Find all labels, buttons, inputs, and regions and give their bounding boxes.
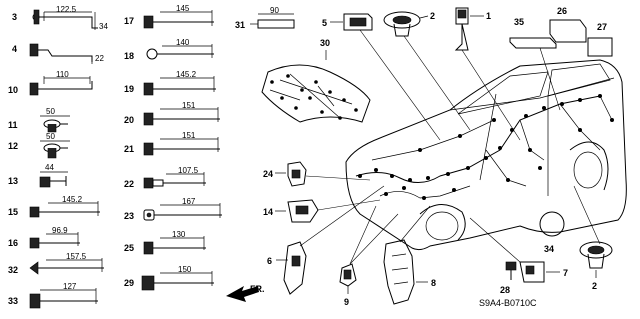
part-33-clip: 33 127 [8, 282, 98, 309]
part-17-clip: 17 145 [124, 4, 214, 29]
part-26-pad: 26 [549, 6, 587, 43]
svg-text:50: 50 [46, 132, 55, 141]
part-8-bracket: 8 [383, 239, 436, 305]
part-2-grommet-top: 2 [383, 11, 435, 37]
svg-text:35: 35 [514, 17, 524, 27]
svg-text:24: 24 [263, 169, 273, 179]
part-18-clip: 18 140 [124, 38, 214, 61]
part-25-clip: 25 130 [124, 230, 206, 255]
diagram-code: S9A4-B0710C [479, 298, 537, 308]
part-5-connector: 5 [322, 13, 373, 31]
svg-text:127: 127 [63, 282, 77, 291]
part-7-bracket: 7 [519, 261, 568, 283]
part-28-bolt: 28 [500, 261, 517, 295]
svg-text:11: 11 [8, 120, 18, 130]
svg-text:6: 6 [267, 256, 272, 266]
svg-text:2: 2 [592, 281, 597, 291]
part-13-clip: 13 44 [8, 163, 68, 188]
svg-text:4: 4 [12, 44, 17, 54]
svg-text:3: 3 [12, 12, 17, 22]
part-2-grommet-bottom: 2 [579, 241, 613, 291]
svg-text:34: 34 [99, 22, 108, 31]
svg-text:26: 26 [557, 6, 567, 16]
svg-text:7: 7 [563, 268, 568, 278]
svg-text:2: 2 [430, 11, 435, 21]
svg-text:110: 110 [56, 70, 69, 79]
svg-text:44: 44 [45, 163, 54, 172]
svg-text:20: 20 [124, 115, 134, 125]
svg-text:90: 90 [270, 6, 279, 15]
part-14-connector: 14 [263, 199, 319, 223]
svg-text:21: 21 [124, 144, 134, 154]
part-35-pad: 35 [509, 17, 557, 49]
part-10-clip: 10 110 [8, 70, 93, 96]
svg-text:31: 31 [235, 20, 245, 30]
svg-text:145.2: 145.2 [176, 70, 197, 79]
part-3-clip: 3 122.5 34 [12, 5, 108, 31]
part-15-clip: 15 145.2 [8, 195, 100, 218]
leader-lines [299, 29, 601, 265]
part-30-dash-harness: 30 [261, 38, 371, 123]
svg-text:167: 167 [182, 197, 196, 206]
svg-text:12: 12 [8, 141, 18, 151]
part-11-clip: 11 50 [8, 107, 70, 133]
part-29-clip: 29 150 [124, 265, 214, 291]
svg-text:14: 14 [263, 207, 273, 217]
svg-text:18: 18 [124, 51, 134, 61]
svg-text:8: 8 [431, 278, 436, 288]
svg-text:34: 34 [544, 244, 554, 254]
svg-text:50: 50 [46, 107, 55, 116]
svg-text:150: 150 [178, 265, 192, 274]
svg-text:140: 140 [176, 38, 190, 47]
svg-text:25: 25 [124, 243, 134, 253]
svg-text:22: 22 [124, 179, 134, 189]
svg-text:157.5: 157.5 [66, 252, 87, 261]
svg-text:FR.: FR. [250, 284, 265, 294]
svg-text:145: 145 [176, 4, 190, 13]
part-27-pad: 27 [587, 22, 613, 57]
svg-text:27: 27 [597, 22, 607, 32]
part-19-clip: 19 145.2 [124, 70, 216, 96]
svg-text:145.2: 145.2 [62, 195, 83, 204]
svg-text:17: 17 [124, 16, 134, 26]
svg-text:151: 151 [182, 101, 196, 110]
svg-text:28: 28 [500, 285, 510, 295]
car-body-harness [345, 59, 627, 251]
part-22-clip: 22 107.5 [124, 166, 206, 189]
svg-text:30: 30 [320, 38, 330, 48]
part-34-ring: 34 [539, 211, 565, 254]
svg-text:32: 32 [8, 265, 18, 275]
svg-text:10: 10 [8, 85, 18, 95]
svg-text:16: 16 [8, 238, 18, 248]
front-direction-arrow: FR. [226, 284, 265, 302]
part-23-clip: 23 167 [124, 197, 222, 221]
part-16-clip: 16 96.9 [8, 226, 80, 249]
part-24-connector: 24 [263, 161, 307, 187]
svg-text:1: 1 [486, 11, 491, 21]
part-6-bracket: 6 [267, 241, 307, 295]
part-20-clip: 20 151 [124, 101, 220, 126]
svg-text:29: 29 [124, 278, 134, 288]
part-9-clip: 9 [339, 263, 357, 307]
svg-text:13: 13 [8, 176, 18, 186]
svg-text:23: 23 [124, 211, 134, 221]
part-31: 31 90 [235, 6, 295, 30]
part-1-connector: 1 [454, 7, 491, 51]
svg-text:9: 9 [344, 297, 349, 307]
part-21-clip: 21 151 [124, 131, 220, 156]
svg-text:15: 15 [8, 207, 18, 217]
part-4-clip: 4 22 [12, 43, 104, 64]
svg-text:5: 5 [322, 18, 327, 28]
svg-text:151: 151 [182, 131, 196, 140]
part-32-clip: 32 157.5 [8, 252, 104, 275]
svg-text:130: 130 [172, 230, 186, 239]
part-12-clip: 12 50 [8, 132, 70, 159]
svg-text:19: 19 [124, 84, 134, 94]
svg-text:22: 22 [95, 54, 104, 63]
svg-text:122.5: 122.5 [56, 5, 77, 14]
svg-text:96.9: 96.9 [52, 226, 68, 235]
svg-text:107.5: 107.5 [178, 166, 199, 175]
svg-text:33: 33 [8, 296, 18, 306]
